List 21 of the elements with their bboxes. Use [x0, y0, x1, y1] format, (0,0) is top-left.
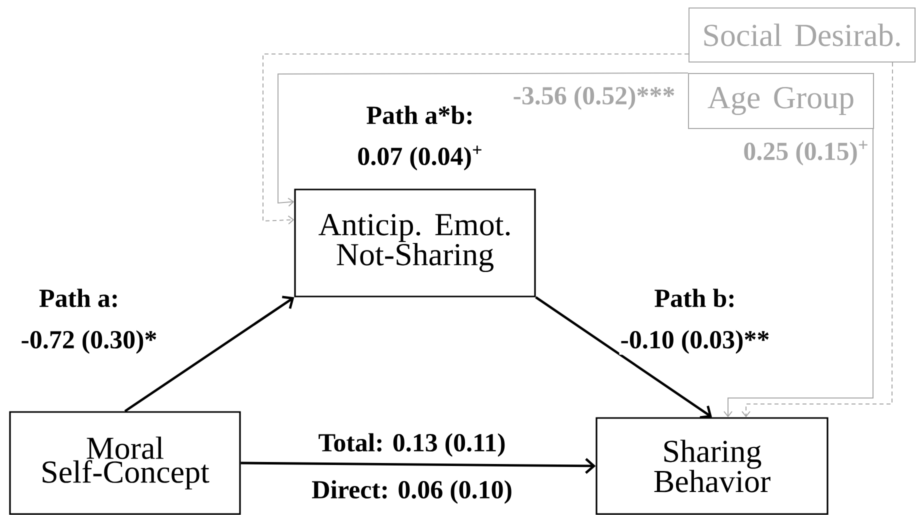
process-box: Sharing Behavior — [596, 417, 828, 515]
arrow — [262, 54, 689, 224]
path-label: Path a: — [39, 288, 117, 308]
process-box: Age Group — [688, 73, 874, 129]
edge-label: 0.25 (0.15)$^{+}$ — [742, 140, 870, 166]
path-label: Path b: — [654, 288, 734, 308]
process-box: Social Desirab. — [688, 8, 916, 62]
edge-label: -3.56 (0.52)*** — [512, 85, 676, 111]
arrow — [742, 62, 893, 418]
path-label: Path a*b: — [366, 106, 472, 124]
arrow — [724, 128, 874, 418]
process-box: Moral Self-Concept — [9, 411, 241, 515]
path-label: Direct: 0.06 (0.10) — [312, 480, 512, 504]
edge-label: -0.72 (0.30)* — [20, 329, 158, 355]
arrow — [278, 72, 688, 207]
process-box: Anticip. Emot. Not-Sharing — [294, 188, 536, 298]
arrow — [124, 296, 294, 412]
edge-label: Total: 0.13 (0.11) — [317, 432, 507, 458]
arrow — [535, 296, 712, 419]
arrow — [240, 458, 596, 474]
edge-label: -0.10 (0.03)** — [619, 329, 771, 355]
